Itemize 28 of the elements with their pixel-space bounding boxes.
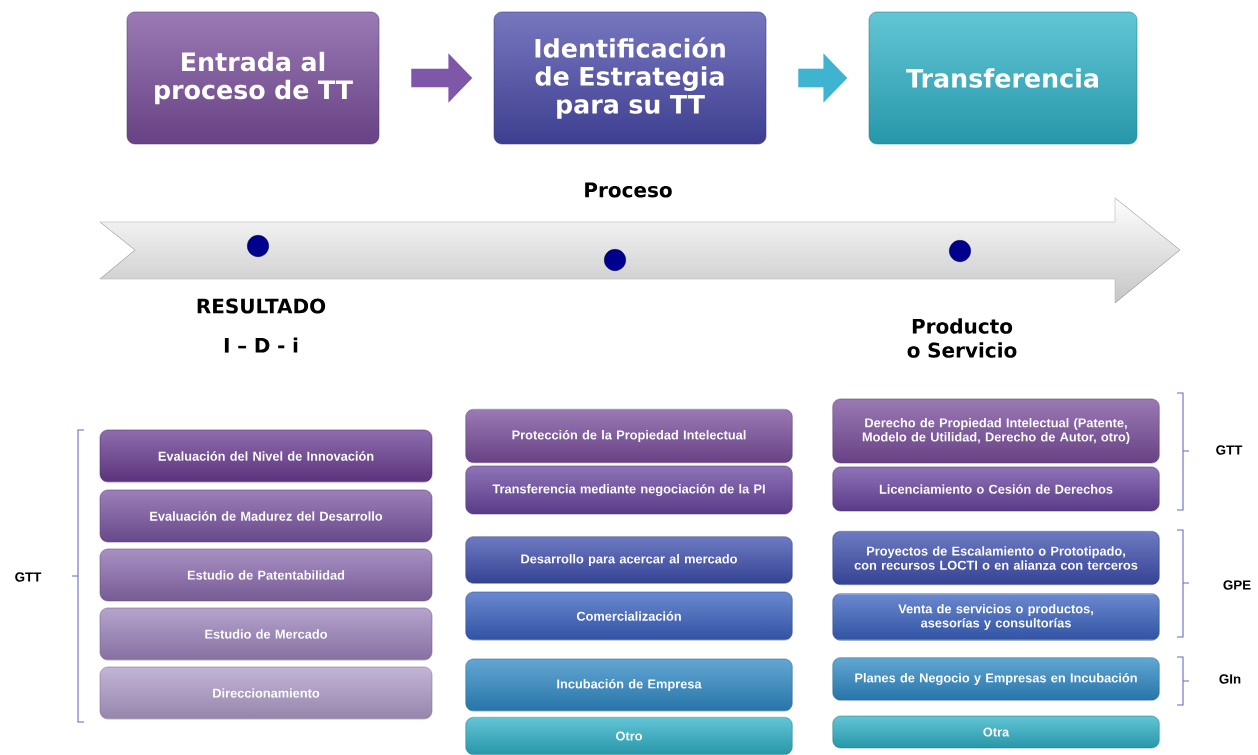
process-box: Proyectos de Escalamiento o Prototipado, con recursos LOCTI o en alianza con terceros <box>832 531 1160 585</box>
process-box: Entrada al proceso de TT <box>126 11 380 145</box>
process-box: Licenciamiento o Cesión de Derechos <box>832 466 1160 512</box>
process-box: Otra <box>832 715 1160 749</box>
process-box: Transferencia mediante negociación de la PI <box>465 465 793 515</box>
stage-label: Proceso <box>585 182 672 198</box>
process-box: Desarrollo para acercar al mercado <box>465 536 793 584</box>
process-box: Planes de Negocio y Empresas en Incubación <box>832 657 1160 701</box>
process-box: Protección de la Propiedad Intelectual <box>465 409 793 463</box>
group-label: GPE <box>1223 580 1251 590</box>
process-box: Transferencia <box>868 11 1138 145</box>
process-box: Incubación de Empresa <box>465 658 793 712</box>
process-box: Estudio de Mercado <box>99 607 433 661</box>
stage-label: RESULTADO <box>197 298 326 314</box>
process-box: Evaluación de Madurez del Desarrollo <box>99 489 433 543</box>
group-label: GTT <box>15 572 42 582</box>
process-box: Evaluación del Nivel de Innovación <box>99 429 433 483</box>
stage-label: I – D - i <box>224 337 298 353</box>
process-box: Venta de servicios o productos, asesorías y consultorías <box>832 593 1160 641</box>
process-box: Estudio de Patentabilidad <box>99 548 433 602</box>
process-box: Otro <box>465 717 793 755</box>
group-label: GTT <box>1216 445 1243 455</box>
process-box: Identificación de Estrategia para su TT <box>493 11 767 145</box>
group-label: GIn <box>1219 674 1241 684</box>
process-box: Derecho de Propiedad Intelectual (Patente, Modelo de Utilidad, Derecho de Autor, otro) <box>832 398 1160 464</box>
process-box: Comercialización <box>465 591 793 641</box>
process-box: Direccionamiento <box>99 666 433 720</box>
stage-label: Producto o Servicio <box>907 318 1017 358</box>
